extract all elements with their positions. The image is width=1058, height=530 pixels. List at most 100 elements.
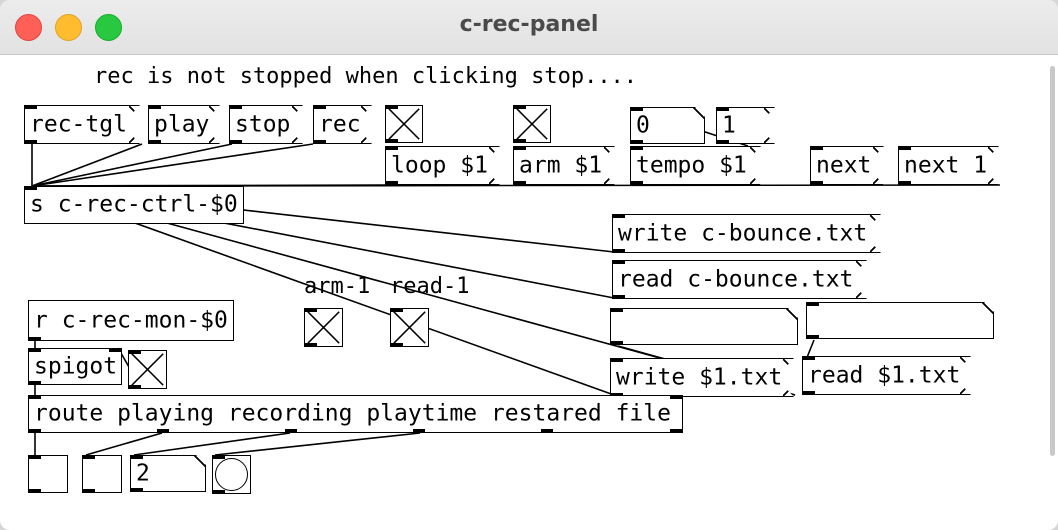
inlet[interactable] [386, 105, 398, 109]
spigot-toggle[interactable] [128, 350, 167, 389]
read-bounce-message[interactable]: read c-bounce.txt [612, 260, 868, 299]
outlet[interactable] [391, 343, 403, 347]
outlet[interactable] [386, 181, 398, 185]
inlet[interactable] [109, 348, 121, 352]
arm-message[interactable]: arm $1 [513, 146, 616, 185]
title-bar[interactable]: c-rec-panel [0, 0, 1058, 55]
outlet[interactable] [631, 140, 643, 144]
playing-indicator-box[interactable] [28, 455, 68, 493]
inlet[interactable] [29, 348, 41, 352]
write-var-message[interactable]: write $1.txt [610, 358, 795, 397]
tempo-number-box[interactable]: 0 [630, 107, 705, 144]
recording-indicator-box[interactable] [82, 455, 122, 493]
outlet[interactable] [305, 343, 317, 347]
outlet[interactable] [899, 181, 911, 185]
outlet[interactable] [29, 337, 41, 341]
outlet[interactable] [717, 140, 729, 144]
symbol-box-left[interactable] [610, 308, 798, 345]
outlet[interactable] [613, 295, 625, 299]
outlet[interactable] [230, 140, 242, 144]
inlet[interactable] [149, 105, 161, 109]
inlet[interactable] [514, 105, 526, 109]
outlet[interactable] [157, 429, 169, 433]
inlet[interactable] [230, 105, 242, 109]
symbol-box-right[interactable] [806, 302, 994, 339]
inlet[interactable] [613, 214, 625, 218]
inlet[interactable] [514, 146, 526, 150]
outlet[interactable] [29, 381, 41, 385]
inlet[interactable] [305, 308, 317, 312]
inlet[interactable] [811, 146, 823, 150]
outlet[interactable] [83, 489, 95, 493]
inlet[interactable] [386, 146, 398, 150]
inlet[interactable] [25, 186, 37, 190]
outlet[interactable] [29, 429, 41, 433]
arm-1-toggle[interactable] [304, 308, 343, 347]
vertical-scrollbar[interactable] [1050, 66, 1055, 456]
read-var-message[interactable]: read $1.txt [802, 356, 972, 395]
outlet[interactable] [670, 429, 682, 433]
outlet[interactable] [631, 181, 643, 185]
outlet[interactable] [541, 429, 553, 433]
inlet[interactable] [29, 395, 41, 399]
inlet[interactable] [631, 146, 643, 150]
send-object[interactable]: s c-rec-ctrl-$0 [24, 186, 244, 224]
arm-toggle[interactable] [513, 105, 551, 143]
outlet[interactable] [386, 139, 398, 143]
read-1-toggle[interactable] [390, 308, 429, 347]
inlet[interactable] [611, 358, 623, 362]
next-1-message[interactable]: next 1 [898, 146, 1000, 185]
restarted-bang[interactable] [212, 455, 251, 494]
inlet[interactable] [391, 308, 403, 312]
inlet[interactable] [803, 356, 815, 360]
outlet[interactable] [149, 140, 161, 144]
tempo-message[interactable]: tempo $1 [630, 146, 762, 185]
loop-toggle[interactable] [385, 105, 423, 143]
outlet[interactable] [807, 335, 819, 339]
inlet[interactable] [807, 302, 819, 306]
inlet[interactable] [611, 308, 623, 312]
outlet[interactable] [811, 181, 823, 185]
message-text: read $1.txt [808, 361, 961, 388]
outlet[interactable] [213, 490, 225, 494]
inlet[interactable] [670, 395, 682, 399]
inlet[interactable] [83, 455, 95, 459]
inlet[interactable] [631, 107, 643, 111]
rec-tgl-message[interactable]: rec-tgl [24, 105, 141, 144]
outlet[interactable] [129, 385, 141, 389]
outlet[interactable] [514, 181, 526, 185]
message-text: tempo $1 [636, 151, 747, 178]
inlet[interactable] [314, 105, 326, 109]
outlet[interactable] [803, 391, 815, 395]
outlet[interactable] [285, 429, 297, 433]
loop-message[interactable]: loop $1 [385, 146, 501, 185]
inlet[interactable] [29, 455, 41, 459]
arm-1-label: arm-1 [304, 274, 371, 299]
outlet[interactable] [413, 429, 425, 433]
inlet[interactable] [131, 455, 143, 459]
outlet[interactable] [25, 140, 37, 144]
write-bounce-message[interactable]: write c-bounce.txt [612, 214, 882, 253]
receive-object[interactable]: r c-rec-mon-$0 [28, 300, 234, 341]
inlet[interactable] [213, 455, 225, 459]
message-text: play [154, 110, 210, 137]
close-button[interactable] [15, 14, 42, 41]
outlet[interactable] [613, 249, 625, 253]
window-title: c-rec-panel [459, 12, 599, 37]
outlet[interactable] [314, 140, 326, 144]
playtime-number-box[interactable]: 2 [130, 455, 206, 492]
spigot-object[interactable]: spigot [28, 348, 122, 385]
inlet[interactable] [613, 260, 625, 264]
outlet[interactable] [611, 341, 623, 345]
outlet[interactable] [131, 488, 143, 492]
outlet[interactable] [29, 489, 41, 493]
route-object[interactable]: route playing recording playtime restare… [28, 395, 683, 433]
inlet[interactable] [717, 107, 729, 111]
outlet[interactable] [514, 139, 526, 143]
zoom-button[interactable] [95, 14, 122, 41]
minimize-button[interactable] [55, 14, 82, 41]
inlet[interactable] [899, 146, 911, 150]
toggle-x-icon [388, 108, 420, 140]
inlet[interactable] [25, 105, 37, 109]
inlet[interactable] [129, 350, 141, 354]
